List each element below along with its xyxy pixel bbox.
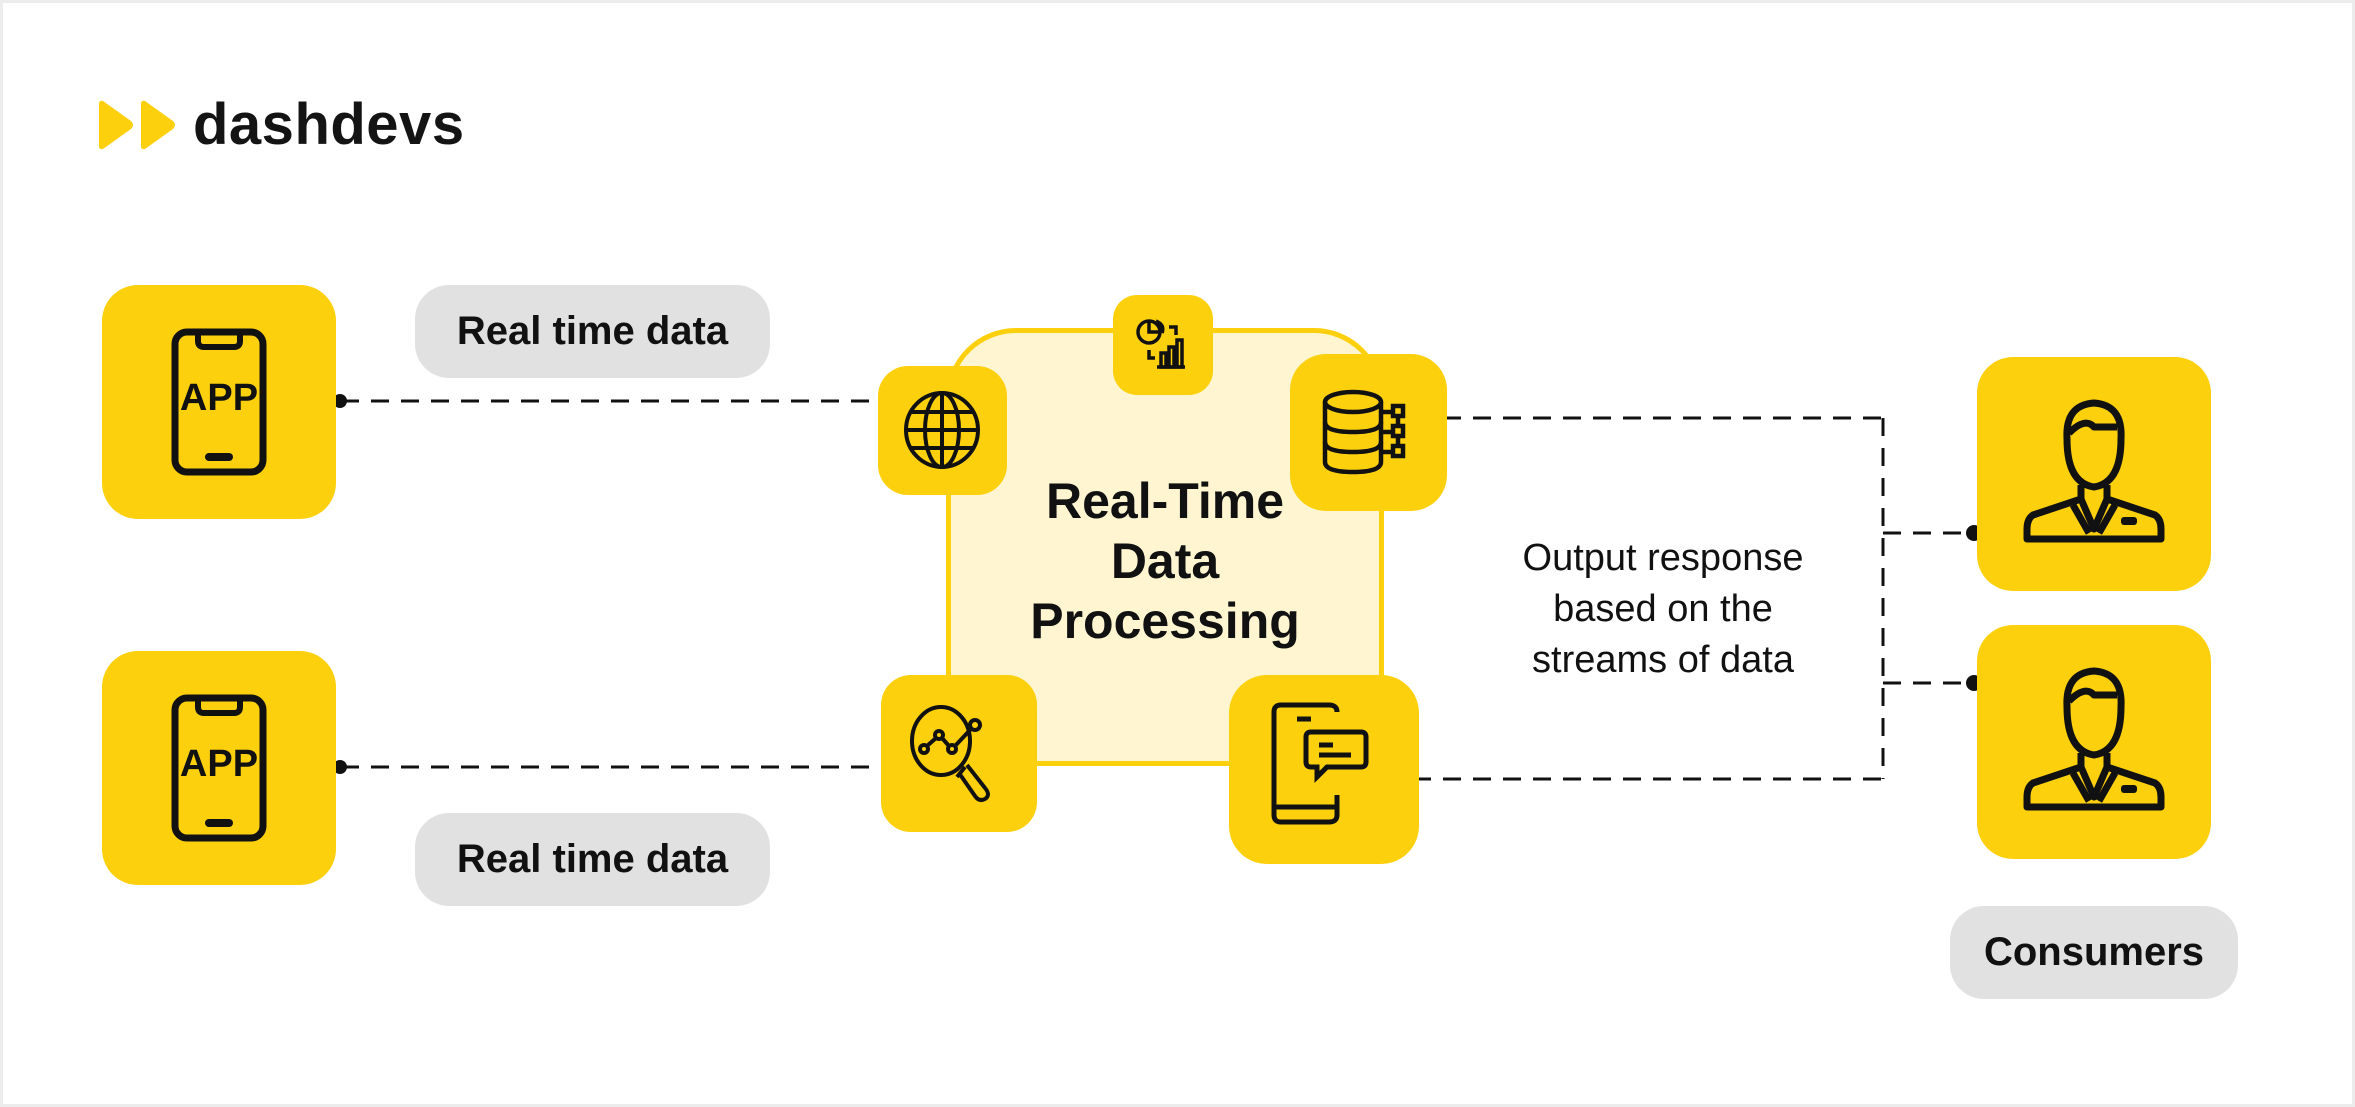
mobile-app-icon [171,694,267,842]
output-description: Output response based on the streams of … [1453,533,1873,686]
analytics-chart-icon [1136,319,1185,369]
user-icon [2023,399,2165,543]
search-analytics-icon [910,705,990,802]
output-line-2: based on the [1553,588,1773,630]
search-analytics-tile [881,675,1037,832]
analytics-tile [1113,295,1213,395]
source-app-tile-1: APP [102,285,336,519]
output-line-3: streams of data [1532,639,1794,681]
connector-dot-source-2 [333,760,347,774]
globe-tile [878,366,1007,495]
processing-title-line-1: Real-Time [1045,473,1285,529]
consumer-tile-2 [1977,625,2211,859]
user-icon [2023,667,2165,811]
brand-name: dashdevs [193,92,465,157]
source-label-pill-1: Real time data [415,285,770,378]
processing-title-line-2: Data [1110,533,1220,589]
globe-icon [904,391,980,469]
output-line-1: Output response [1522,537,1804,579]
connector-dot-source-1 [333,394,347,408]
processing-title: Real-Time Data Processing [946,471,1384,651]
processing-title-line-3: Processing [1030,593,1300,649]
consumer-tile-1 [1977,357,2211,591]
diagram-canvas: dashdevs APP Real time data APP Real tim… [3,3,2352,1104]
brand-logo: dashdevs [95,91,465,158]
source-label-pill-2: Real time data [415,813,770,906]
database-tile [1290,354,1447,511]
consumers-label-pill: Consumers [1950,906,2238,999]
mobile-chat-tile [1229,675,1419,864]
source-app-tile-2: APP [102,651,336,885]
mobile-app-icon [171,328,267,476]
mobile-chat-icon [1271,702,1369,825]
double-play-icon [99,100,175,149]
database-network-icon [1322,389,1406,475]
app-icon-label: APP [179,743,259,785]
app-icon-label: APP [179,377,259,419]
